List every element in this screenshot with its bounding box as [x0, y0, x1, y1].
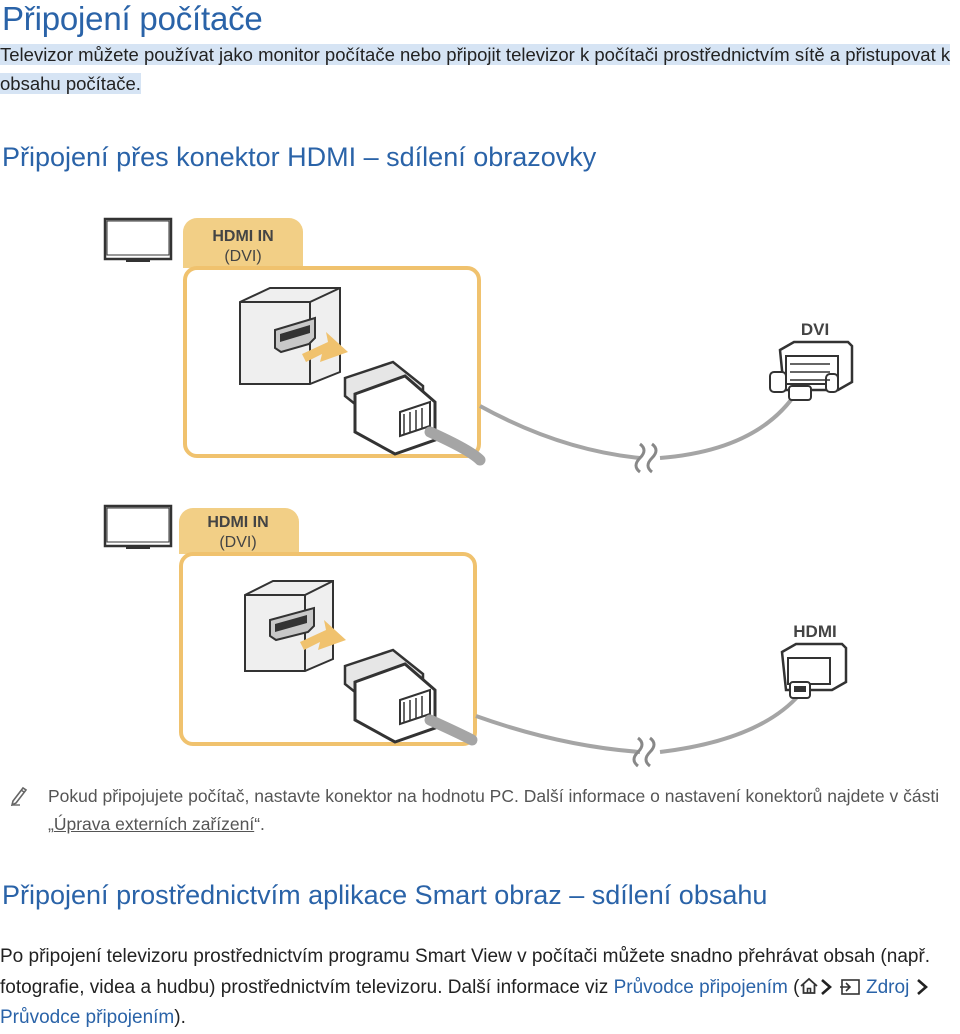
guide-link-2[interactable]: Průvodce připojením [0, 1007, 175, 1028]
note-text-main: Pokud připojujete počítač, nastavte kone… [48, 786, 940, 834]
home-icon [800, 977, 819, 994]
note-link-external-devices[interactable]: Úprava externích zařízení [53, 814, 255, 834]
hdmi-port-icon [244, 580, 334, 672]
hdmi-port-icon [239, 287, 341, 385]
hdmi-plug-icon [343, 360, 437, 456]
intro-text: Televizor můžete používat jako monitor p… [0, 44, 951, 94]
para-end: ). [174, 1007, 186, 1028]
note-text-end: “. [254, 814, 265, 834]
arrow-icon [300, 620, 346, 650]
tv-icon [103, 217, 173, 262]
cable-break-icon [632, 736, 656, 768]
hdmi-plug-icon [343, 648, 437, 744]
arrow-icon [302, 332, 348, 362]
diagram-hdmi-hdmi: HDMI IN (DVI) HDMI [0, 490, 960, 780]
port-label-line2: (DVI) [224, 248, 261, 265]
intro-paragraph: Televizor můžete používat jako monitor p… [0, 40, 960, 98]
port-label-tab [179, 508, 299, 554]
cable-end-label: HDMI [793, 622, 836, 641]
guide-link[interactable]: Průvodce připojením [613, 976, 788, 998]
smart-paragraph: Po připojení televizoru prostřednictvím … [0, 946, 931, 1028]
pencil-note-icon [10, 786, 28, 806]
tv-icon [103, 504, 173, 549]
port-label-line2: (DVI) [219, 534, 256, 551]
source-icon [839, 978, 860, 995]
page-title: Připojení počítače [2, 0, 263, 37]
port-label-line1: HDMI IN [207, 514, 268, 531]
port-label-line1: HDMI IN [212, 228, 273, 245]
source-label[interactable]: Zdroj [866, 976, 910, 998]
note-text: Pokud připojujete počítač, nastavte kone… [48, 782, 948, 838]
port-label-tab [183, 218, 303, 268]
hdmi-connector-icon [780, 642, 848, 699]
cable-break-icon [634, 442, 658, 474]
cable-end-label: DVI [801, 320, 829, 339]
section-heading-smart: Připojení prostřednictvím aplikace Smart… [2, 880, 768, 910]
para-text: Po připojení televizoru prostřednictvím … [0, 946, 931, 998]
chevron-right-icon [821, 978, 833, 995]
section-heading-hdmi: Připojení přes konektor HDMI – sdílení o… [2, 142, 597, 172]
diagram-hdmi-dvi: HDMI IN (DVI) DVI [0, 200, 960, 490]
dvi-connector-icon [769, 340, 854, 401]
chevron-right-icon [916, 978, 928, 995]
